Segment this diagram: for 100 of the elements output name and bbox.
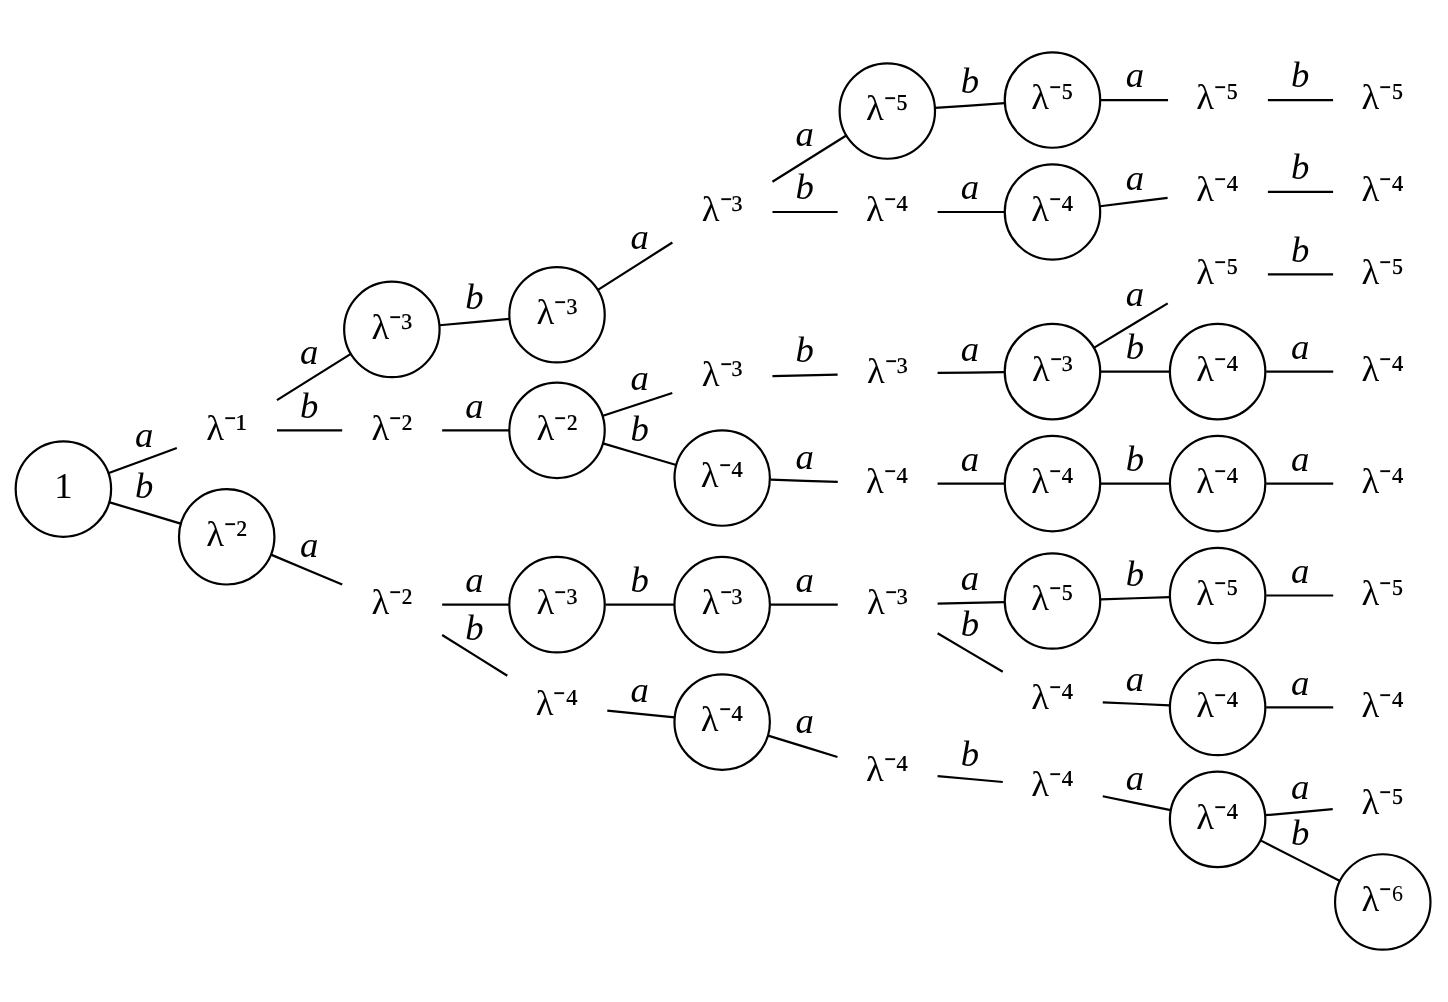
node-text: λ⁻⁵	[1361, 250, 1405, 292]
node-text: λ⁻²	[371, 580, 413, 622]
node-text: λ⁻³	[866, 349, 908, 391]
edge-label: b	[1291, 812, 1310, 854]
node-circle: λ⁻⁶	[1333, 853, 1432, 951]
edge-label: a	[1291, 325, 1310, 367]
node-circle: λ⁻³	[508, 265, 606, 364]
connector	[937, 774, 1003, 784]
edge-label: b	[465, 606, 484, 648]
edge-label: a	[1125, 54, 1145, 96]
connector	[1265, 808, 1333, 817]
node-circle: λ⁻⁴	[1168, 322, 1267, 421]
node-text: λ⁻³	[866, 580, 908, 622]
node-circle: λ⁻⁵	[1003, 51, 1102, 149]
connector	[1267, 98, 1334, 102]
connector	[602, 442, 677, 467]
node-circle: λ⁻⁴	[1168, 658, 1267, 757]
node-circle: λ⁻⁴	[673, 673, 771, 771]
node-text: λ⁻⁴	[1361, 683, 1405, 725]
edge-label: b	[1291, 54, 1310, 96]
node-circle: λ⁻³	[508, 555, 606, 654]
edge-label: a	[1291, 549, 1310, 591]
node-circle: λ⁻⁵	[1003, 552, 1102, 650]
connector	[1101, 482, 1170, 485]
edge-label: a	[795, 558, 814, 600]
connector	[605, 603, 675, 606]
node-text: λ⁻⁴	[1361, 459, 1405, 501]
connector	[1102, 701, 1170, 707]
connector	[772, 373, 838, 378]
node-text: λ⁻⁴	[1031, 676, 1074, 718]
edge-label: a	[960, 437, 980, 479]
edge-label: b	[960, 59, 980, 101]
edge-label: b	[1291, 228, 1310, 270]
node-circle: λ⁻⁵	[838, 62, 937, 160]
connector	[937, 632, 1004, 673]
connector	[770, 478, 838, 484]
connector	[771, 134, 847, 183]
edge-label: a	[1291, 661, 1310, 703]
connector	[441, 634, 508, 677]
node-text: λ⁻⁴	[866, 188, 909, 230]
connector	[937, 210, 1005, 214]
connector	[937, 371, 1005, 374]
connector	[1267, 273, 1334, 276]
edge-label: a	[465, 558, 484, 600]
node-circle: λ⁻³	[343, 280, 441, 379]
connector	[109, 501, 181, 525]
node-circle: λ⁻⁴	[1003, 434, 1102, 533]
node-text: λ⁻⁴	[535, 681, 579, 723]
connector	[439, 317, 510, 327]
node-text: λ⁻²	[371, 406, 413, 448]
connector	[1102, 795, 1171, 812]
connector	[277, 429, 343, 432]
edge-label: a	[465, 384, 484, 426]
connector	[108, 447, 178, 475]
edge-label: a	[1291, 437, 1310, 479]
edge-label: a	[134, 413, 154, 455]
connector	[597, 241, 673, 291]
node-circle: λ⁻²	[508, 381, 606, 480]
edge-label: a	[795, 112, 814, 154]
edge-label: b	[795, 329, 814, 371]
edge-label: a	[630, 356, 649, 398]
connector	[442, 429, 509, 432]
node-text: λ⁻⁴	[866, 459, 909, 501]
edge-label: a	[960, 327, 980, 369]
node-text: λ⁻⁵	[1361, 780, 1405, 822]
connector	[937, 600, 1005, 605]
connector	[1100, 596, 1170, 601]
node-circle: λ⁻⁴	[1003, 163, 1102, 261]
connector	[607, 709, 675, 719]
edge-label: b	[1125, 553, 1145, 595]
edge-label: a	[1125, 657, 1145, 699]
node-circle: λ⁻⁴	[673, 429, 771, 527]
edge-label: a	[1125, 156, 1145, 198]
edge-label: b	[300, 384, 319, 426]
connector	[934, 102, 1005, 110]
node-text: λ⁻⁴	[1361, 347, 1405, 389]
edge-label: b	[1125, 325, 1145, 367]
connector	[1100, 196, 1168, 208]
connector	[770, 603, 838, 606]
node-text: λ⁻⁴	[1196, 167, 1239, 209]
edge-label: b	[960, 602, 980, 644]
connector	[1266, 370, 1334, 373]
connector	[276, 353, 352, 401]
connector	[602, 391, 673, 417]
connector	[1266, 594, 1334, 597]
edge-label: a	[1125, 757, 1145, 799]
node-circle: λ⁻⁴	[1168, 434, 1267, 533]
node-circle: λ⁻²	[177, 487, 276, 586]
edge-label: a	[960, 166, 980, 208]
connector	[1101, 370, 1170, 373]
node-circle: λ⁻³	[1003, 322, 1102, 421]
connector	[1093, 302, 1169, 349]
connector	[1260, 839, 1340, 882]
connector	[937, 482, 1005, 485]
edge-label: a	[960, 557, 980, 598]
edge-label: b	[134, 465, 154, 507]
edge-label: b	[795, 166, 814, 208]
edge-label: b	[630, 558, 649, 600]
edge-label: b	[465, 276, 484, 318]
connector	[1267, 190, 1334, 193]
